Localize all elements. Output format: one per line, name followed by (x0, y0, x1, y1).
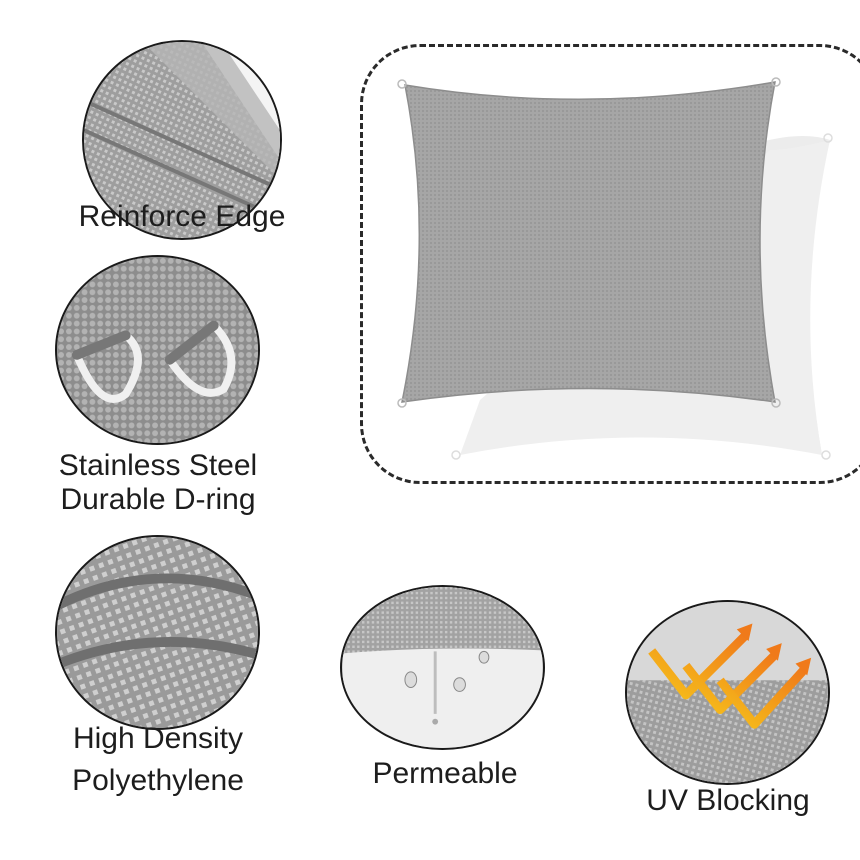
water-drop (404, 671, 418, 688)
corner-ring (771, 398, 781, 408)
corner-ring (451, 450, 461, 460)
permeable-image (340, 585, 545, 750)
d-ring-image (55, 255, 260, 445)
uv-arrow (648, 633, 807, 729)
corner-ring (821, 450, 831, 460)
hdpe-caption: High Density Polyethylene (72, 722, 244, 797)
water-drop (478, 650, 490, 664)
d-ring-left (71, 330, 142, 403)
d-ring-caption: Stainless Steel Durable D-ring (58, 449, 258, 516)
water-drop (453, 677, 466, 692)
arrow-head (766, 643, 782, 661)
shade-sail-image (397, 77, 833, 460)
uv-blocking-caption: UV Blocking (646, 784, 810, 817)
d-ring-right (164, 320, 236, 397)
corner-ring (397, 79, 407, 89)
water-drop (432, 718, 439, 725)
uv-blocking-image (625, 600, 830, 785)
corner-ring (397, 398, 407, 408)
reinforce-edge-caption: Reinforce Edge (78, 200, 286, 233)
hdpe-image (55, 535, 260, 730)
corner-ring (771, 77, 781, 87)
reinforce-edge-image (82, 40, 282, 240)
corner-ring (823, 133, 833, 143)
permeable-caption: Permeable (372, 757, 518, 790)
arrow-head (795, 657, 812, 676)
arrow-head (736, 623, 753, 642)
sail-body (401, 81, 776, 403)
product-frame (360, 44, 860, 484)
